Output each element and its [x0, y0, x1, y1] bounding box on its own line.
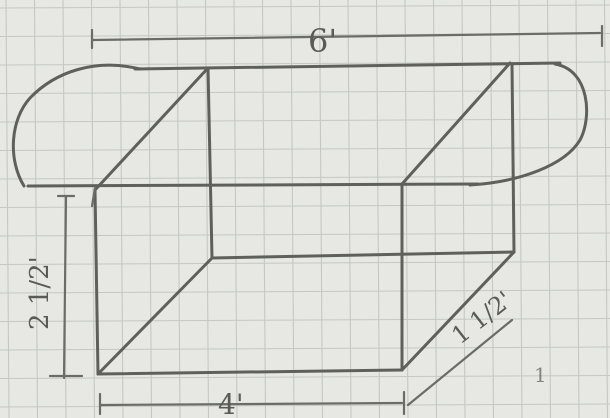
top-length-label: 6': [308, 22, 337, 60]
grid-line: [0, 89, 610, 95]
grid-line: [261, 0, 267, 418]
grid-line: [603, 0, 609, 418]
grid-line: [347, 0, 352, 418]
depth-label: 1 1/2': [446, 286, 517, 350]
grid-line: [0, 203, 610, 209]
grid-line: [0, 232, 610, 237]
grid-line: [0, 146, 610, 152]
grid-line: [119, 0, 124, 418]
height-label: 2 1/2': [25, 256, 55, 330]
grid-line: [90, 0, 96, 418]
grid-line: [290, 0, 295, 418]
grid-line: [204, 0, 210, 418]
grid-line: [0, 346, 610, 351]
grid-line: [318, 0, 324, 418]
grid-line: [0, 118, 610, 123]
grid-line: [0, 317, 610, 323]
grid-line: [0, 289, 610, 294]
box-edges: [26, 61, 562, 376]
grid-line: [62, 0, 67, 418]
depth-dimension-line: [406, 318, 514, 407]
grid-line: [0, 374, 610, 380]
grid-line: [147, 0, 153, 418]
grid-line: [546, 0, 552, 418]
grid-line: [461, 0, 466, 418]
stray-mark: 1: [534, 363, 547, 387]
grid-line: [0, 4, 610, 9]
grid-line: [0, 260, 610, 266]
height-dimension-line: [48, 194, 84, 380]
left-rounded-end: [11, 63, 142, 188]
grid-line: [33, 0, 39, 418]
grid-line: [518, 0, 523, 418]
grid-line: [489, 0, 495, 418]
grid-line: [176, 0, 181, 418]
grid-line: [5, 0, 10, 418]
right-rounded-end: [468, 62, 589, 187]
grid-line: [0, 175, 610, 180]
grid-line: [575, 0, 580, 418]
top-dimension-line: [90, 24, 604, 50]
grid-line: [0, 403, 610, 408]
grid-line: [233, 0, 238, 418]
bottom-length-label: 4': [218, 388, 244, 418]
bottom-dimension-line: [98, 390, 406, 416]
